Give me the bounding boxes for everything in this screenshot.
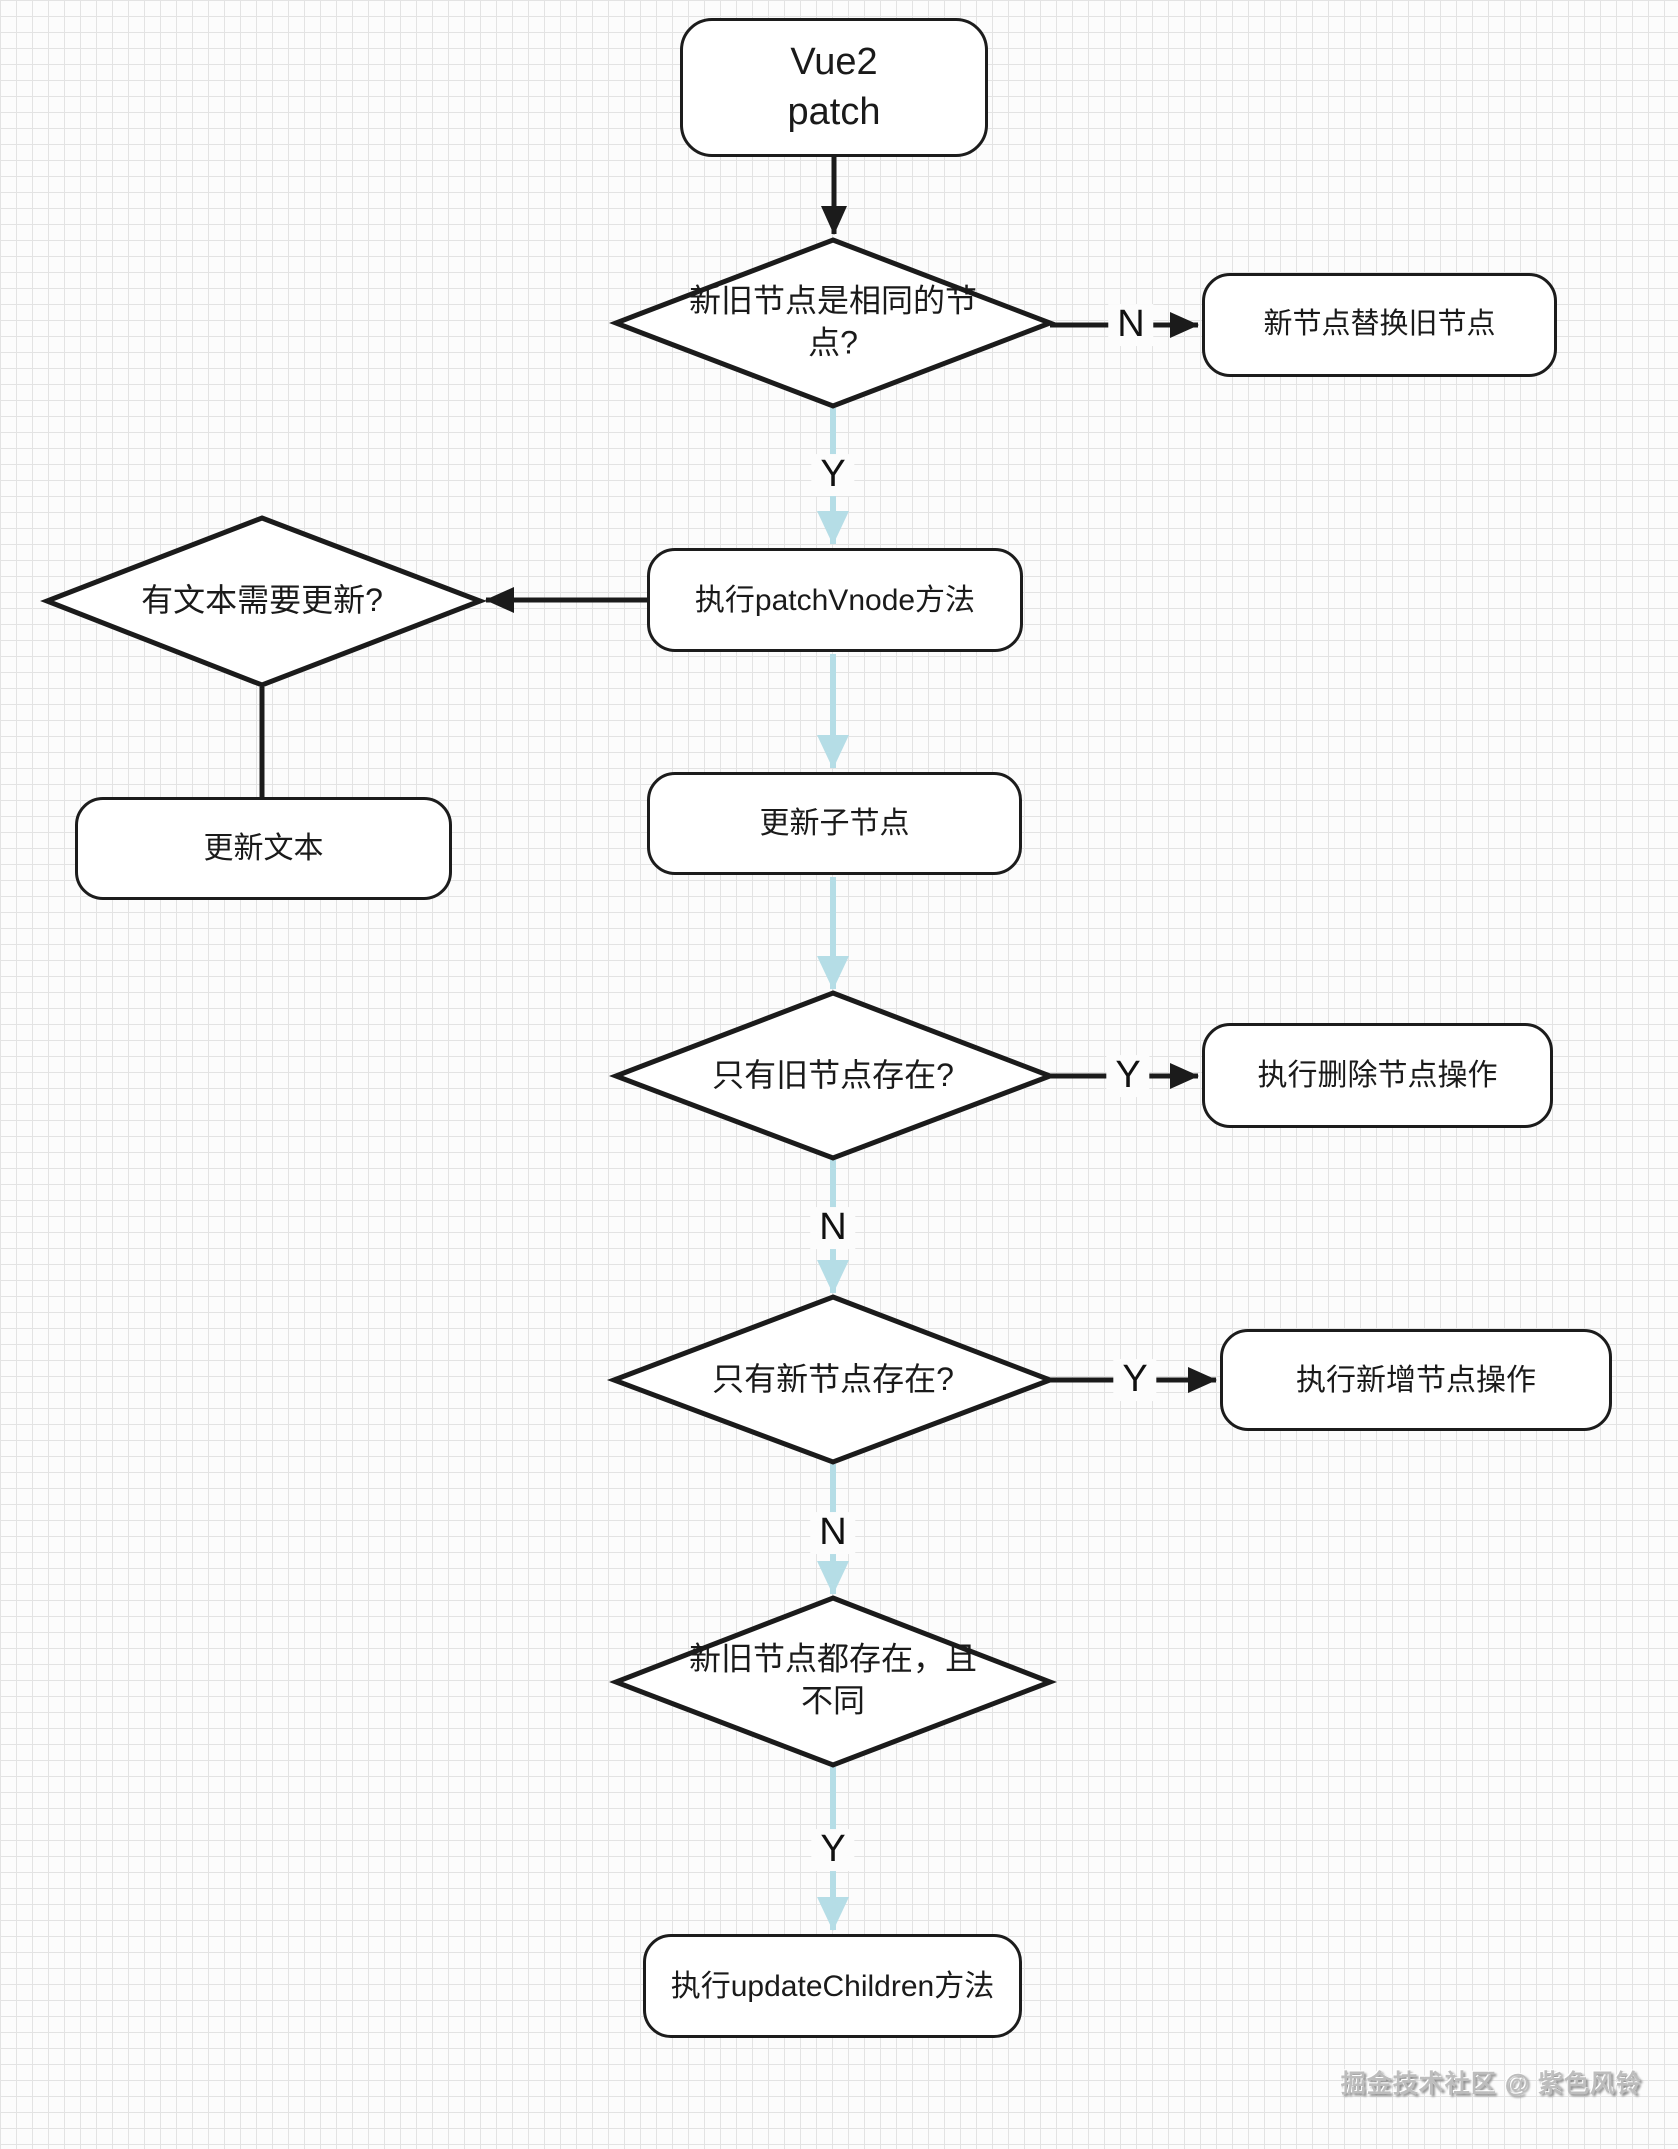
decision-old-only-label: 只有旧节点存在? [712, 1057, 954, 1094]
node-update-child-node: 更新子节点 [647, 772, 1022, 875]
decision-text-label: 有文本需要更新? [141, 582, 383, 619]
decision-old-only-shape [608, 990, 1058, 1161]
decision-new-only-label: 只有新节点存在? [712, 1361, 954, 1398]
node-start: Vue2 patch [680, 18, 988, 157]
node-add: 执行新增节点操作 [1220, 1329, 1612, 1431]
decision-both-shape [609, 1595, 1057, 1768]
decision-both-label: 新旧节点都存在，且不同 [688, 1640, 977, 1718]
decision-same-label: 新旧节点是相同的节点? [688, 282, 977, 360]
edge-label-both-yes: Y [811, 1829, 855, 1871]
node-replace-old: 新节点替换旧节点 [1202, 273, 1557, 377]
decision-new-only-shape [606, 1294, 1058, 1465]
edge-label-same-no: N [1108, 304, 1154, 346]
edge-label-new-only-yes: Y [1113, 1359, 1157, 1401]
node-update-text: 更新文本 [75, 797, 452, 900]
edge-label-old-only-yes: Y [1106, 1055, 1150, 1097]
node-delete: 执行删除节点操作 [1202, 1023, 1553, 1128]
node-update-children: 执行updateChildren方法 [643, 1934, 1022, 2038]
edge-label-same-yes: Y [811, 454, 855, 496]
edge-label-old-only-no: N [810, 1207, 856, 1249]
edge-label-new-only-no: N [810, 1512, 856, 1554]
node-patch-vnode: 执行patchVnode方法 [647, 548, 1023, 652]
watermark-text: 掘金技术社区 @ 紫色风铃 [1340, 2070, 1642, 2098]
decision-text-shape [40, 515, 487, 688]
decision-same-shape [609, 237, 1057, 409]
